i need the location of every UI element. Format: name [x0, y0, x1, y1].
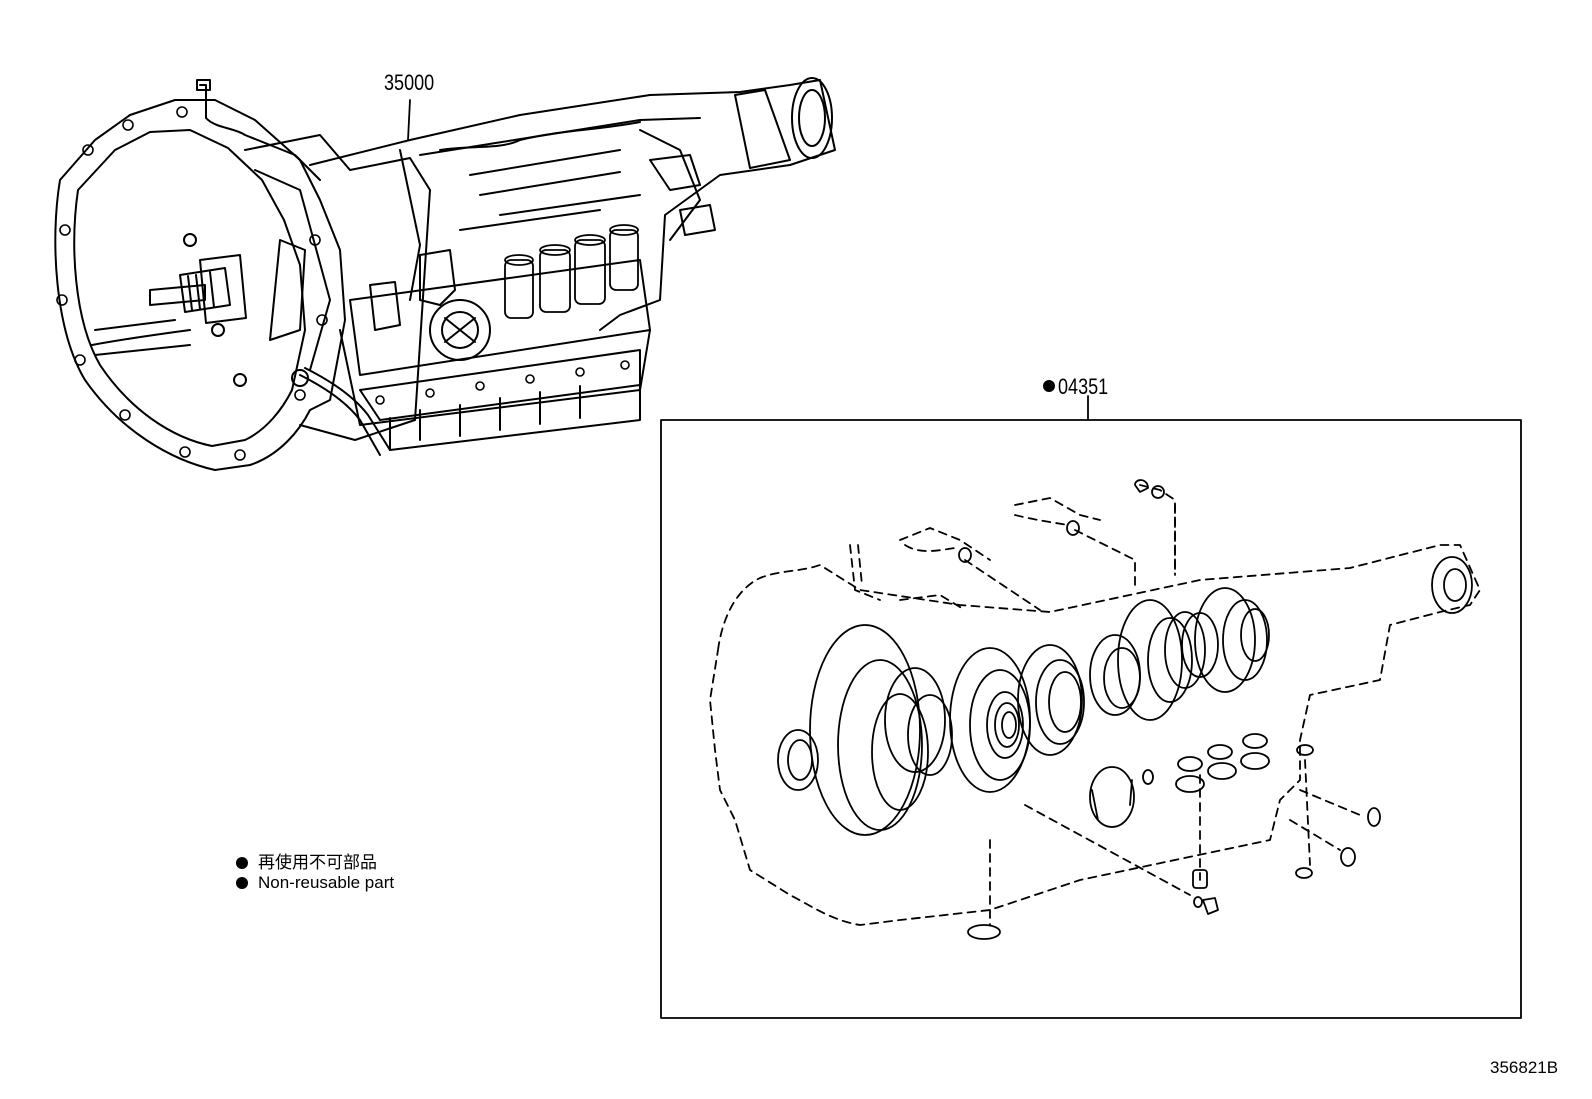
- legend-english-text: Non-reusable part: [258, 873, 395, 892]
- diagram-id: 356821B: [1490, 1058, 1559, 1077]
- kit-marker-dot: [1043, 380, 1055, 392]
- kit-part-number-callout: 04351: [1058, 374, 1109, 399]
- legend-japanese: 再使用不可部品: [236, 848, 377, 873]
- legend-japanese-text: 再使用不可部品: [258, 853, 377, 872]
- legend-english: Non-reusable part: [236, 873, 394, 893]
- transmission-assembly-illustration: [54, 77, 836, 471]
- filled-circle-icon: [236, 877, 248, 889]
- assembly-part-number-callout: 35000: [384, 70, 435, 95]
- gasket-kit-illustration: [709, 479, 1481, 940]
- filled-circle-icon: [236, 857, 248, 869]
- overhaul-kit-box: [660, 380, 1522, 1019]
